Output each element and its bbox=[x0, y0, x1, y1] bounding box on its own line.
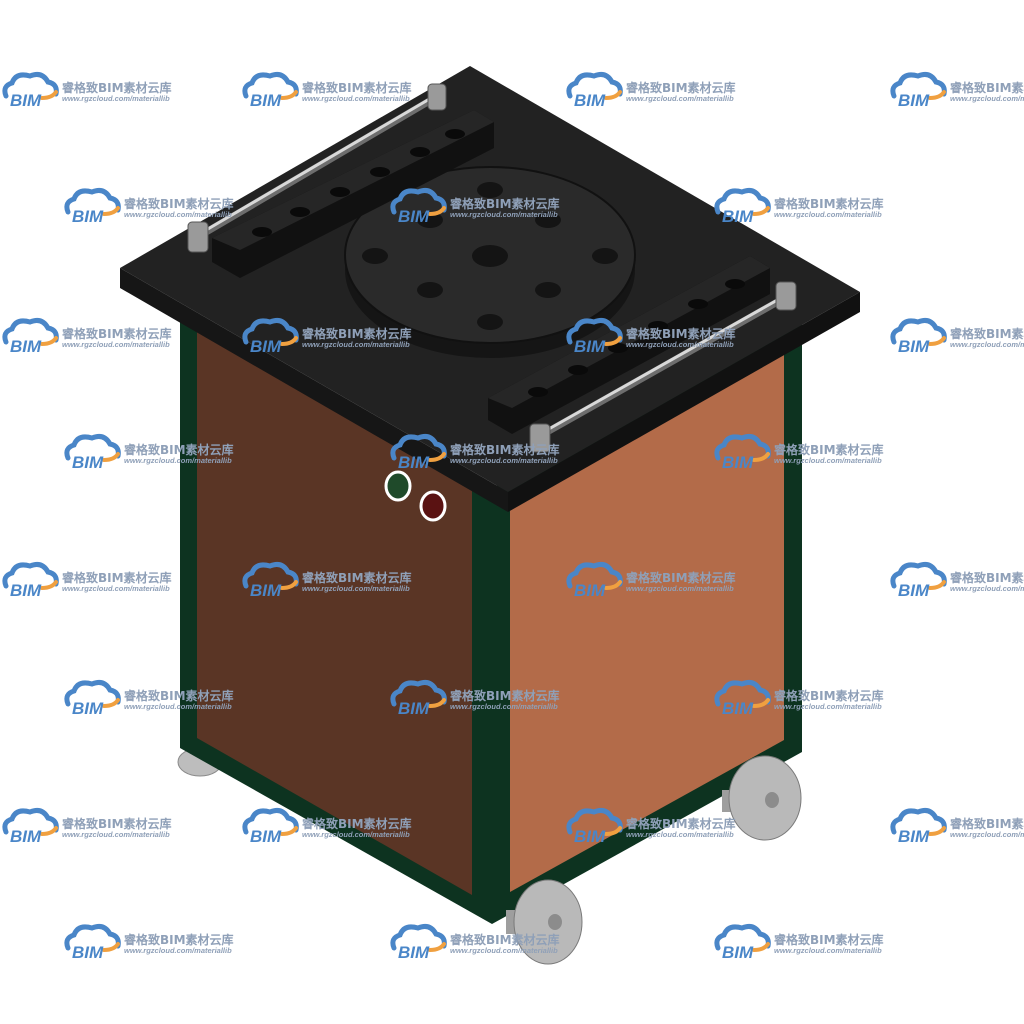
cabinet-body bbox=[180, 312, 802, 924]
start-button[interactable] bbox=[384, 470, 412, 502]
stop-button[interactable] bbox=[419, 490, 447, 522]
handle-rod-right[interactable] bbox=[529, 281, 797, 453]
wheel-front-center bbox=[506, 879, 583, 965]
control-buttons bbox=[384, 470, 447, 522]
cabinet-left-panel bbox=[197, 328, 472, 895]
top-plate-edge-right bbox=[508, 292, 860, 512]
handle-rod-left[interactable] bbox=[187, 83, 447, 253]
cabinet-right-panel bbox=[510, 350, 784, 892]
wheel-front-right bbox=[722, 755, 802, 841]
clamp-bar-left bbox=[212, 110, 494, 278]
